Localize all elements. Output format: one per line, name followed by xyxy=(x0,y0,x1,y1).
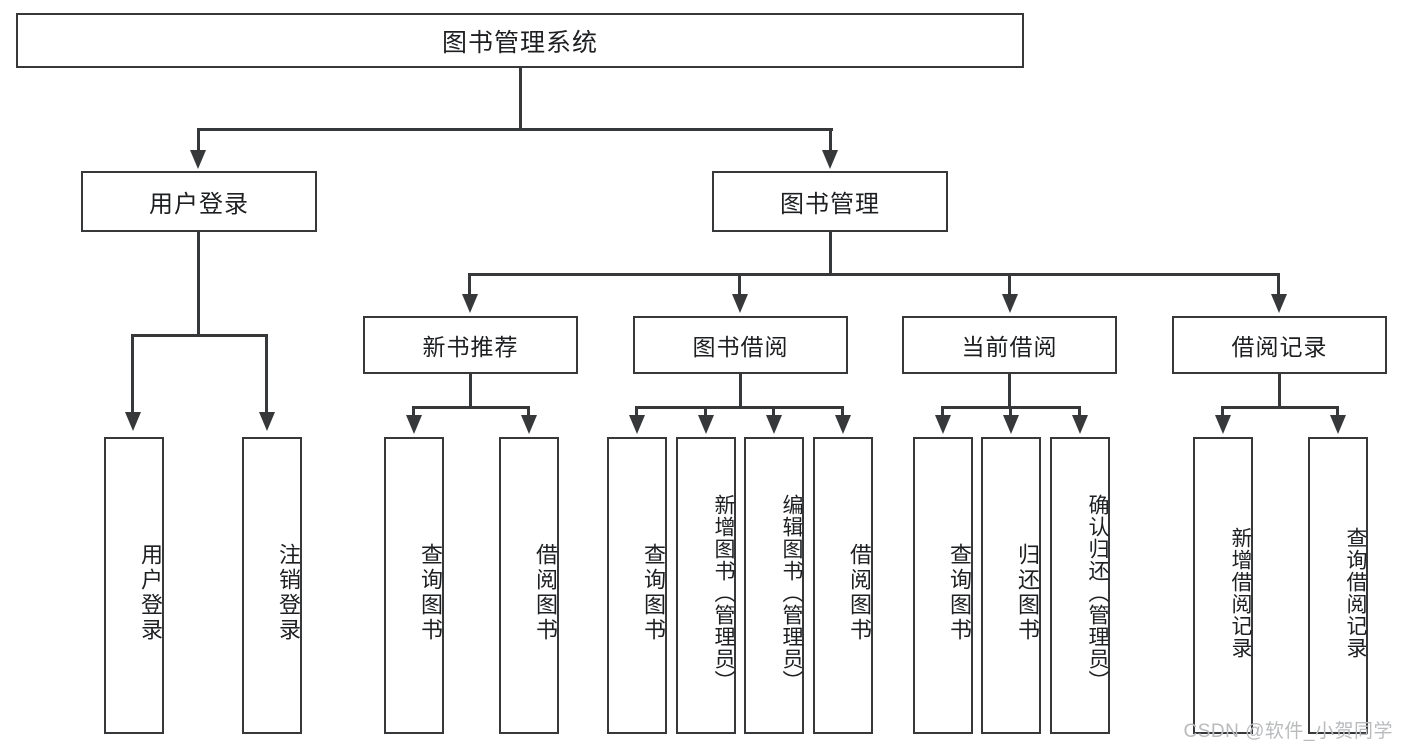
leaf-query-borrow-record[interactable]: 查询借阅记录 xyxy=(1308,437,1368,734)
edge-borrow-record-drop-1 xyxy=(1221,406,1224,419)
leaf-user-login[interactable]: 用户登录 xyxy=(104,437,164,734)
arrowhead-leaf-user-login xyxy=(125,412,141,431)
node-label: 新书推荐 xyxy=(422,334,519,360)
edge-current-borrow-drop-1 xyxy=(941,406,944,419)
node-label: 图书管理 xyxy=(780,191,880,218)
edge-to-new-book xyxy=(468,273,471,298)
node-label: 用户登录 xyxy=(149,191,249,218)
arrowhead-user-login xyxy=(190,150,206,169)
node-label: 图书管理系统 xyxy=(441,28,598,57)
arrowhead-leaf-add-record xyxy=(1215,415,1231,434)
arrowhead-book-borrow xyxy=(732,294,748,313)
edge-borrow-record-drop-2 xyxy=(1336,406,1339,419)
edge-to-book-borrow xyxy=(738,273,741,298)
edge-user-login-drop-2 xyxy=(265,334,268,416)
node-label: 用户登录 xyxy=(138,542,163,643)
edge-new-book-stem xyxy=(469,374,472,407)
node-label: 查询借阅记录 xyxy=(1344,526,1367,659)
leaf-borrow-book-recommend[interactable]: 借阅图书 xyxy=(499,437,559,734)
edge-current-borrow-drop-2 xyxy=(1009,406,1012,419)
node-root-system[interactable]: 图书管理系统 xyxy=(16,13,1024,68)
node-label: 借阅记录 xyxy=(1231,334,1328,360)
arrowhead-leaf-borrow-book-1 xyxy=(521,415,537,434)
arrowhead-leaf-borrow-book-2 xyxy=(835,415,851,434)
arrowhead-leaf-confirm-return xyxy=(1072,415,1088,434)
arrowhead-current-borrow xyxy=(1002,294,1018,313)
node-label: 确认归还（管理员） xyxy=(1086,493,1109,692)
edge-book-borrow-drop-3 xyxy=(772,406,775,419)
edge-root-stem xyxy=(519,68,522,128)
node-user-login[interactable]: 用户登录 xyxy=(81,171,317,232)
edge-current-borrow-drop-3 xyxy=(1078,406,1081,419)
leaf-return-book[interactable]: 归还图书 xyxy=(981,437,1041,734)
leaf-logout[interactable]: 注销登录 xyxy=(242,437,302,734)
leaf-add-borrow-record[interactable]: 新增借阅记录 xyxy=(1193,437,1253,734)
arrowhead-borrow-record xyxy=(1271,294,1287,313)
edge-borrow-record-stem xyxy=(1278,374,1281,407)
node-label: 新增图书（管理员） xyxy=(712,493,735,692)
leaf-query-book-borrow[interactable]: 查询图书 xyxy=(607,437,667,734)
arrowhead-leaf-add-book xyxy=(698,415,714,434)
leaf-query-book-recommend[interactable]: 查询图书 xyxy=(384,437,444,734)
node-label: 图书借阅 xyxy=(692,334,789,360)
edge-borrow-record-bar xyxy=(1221,406,1339,409)
leaf-borrow-book[interactable]: 借阅图书 xyxy=(813,437,873,734)
edge-current-borrow-stem xyxy=(1008,374,1011,407)
arrowhead-leaf-query-book-2 xyxy=(629,415,645,434)
edge-book-borrow-stem xyxy=(739,374,742,407)
node-book-manage[interactable]: 图书管理 xyxy=(712,171,948,232)
leaf-query-book-current[interactable]: 查询图书 xyxy=(913,437,973,734)
edge-book-borrow-drop-2 xyxy=(704,406,707,419)
node-new-book-recommend[interactable]: 新书推荐 xyxy=(363,316,578,374)
node-current-borrow[interactable]: 当前借阅 xyxy=(902,316,1117,374)
edge-book-manage-bar xyxy=(468,273,1280,276)
node-label: 借阅图书 xyxy=(533,542,558,643)
arrowhead-leaf-logout xyxy=(259,412,275,431)
arrowhead-leaf-query-book-1 xyxy=(406,415,422,434)
node-label: 查询图书 xyxy=(641,542,666,643)
edge-book-borrow-drop-4 xyxy=(841,406,844,419)
edge-book-manage-stem xyxy=(829,232,832,274)
leaf-confirm-return-admin[interactable]: 确认归还（管理员） xyxy=(1050,437,1110,734)
node-label: 查询图书 xyxy=(947,542,972,643)
edge-to-borrow-record xyxy=(1277,273,1280,298)
node-label: 新增借阅记录 xyxy=(1229,526,1252,659)
edge-new-book-drop-1 xyxy=(412,406,415,419)
leaf-add-book-admin[interactable]: 新增图书（管理员） xyxy=(676,437,736,734)
edge-book-borrow-drop-1 xyxy=(635,406,638,419)
arrowhead-leaf-edit-book xyxy=(766,415,782,434)
node-label: 当前借阅 xyxy=(961,334,1058,360)
node-label: 编辑图书（管理员） xyxy=(780,493,803,692)
arrowhead-leaf-query-book-3 xyxy=(935,415,951,434)
edge-user-login-drop-1 xyxy=(131,334,134,416)
edge-new-book-bar xyxy=(412,406,530,409)
node-label: 借阅图书 xyxy=(847,542,872,643)
node-label: 注销登录 xyxy=(276,542,301,643)
arrowhead-leaf-query-record xyxy=(1330,415,1346,434)
node-label: 查询图书 xyxy=(418,542,443,643)
edge-level1-bar xyxy=(197,128,833,131)
edge-to-user-login xyxy=(197,128,200,154)
edge-to-book-manage xyxy=(829,128,832,154)
edge-book-borrow-bar xyxy=(635,406,844,409)
arrowhead-leaf-return-book xyxy=(1003,415,1019,434)
edge-user-login-stem xyxy=(197,232,200,334)
arrowhead-book-manage xyxy=(822,150,838,169)
arrowhead-new-book xyxy=(462,294,478,313)
node-borrow-record[interactable]: 借阅记录 xyxy=(1172,316,1387,374)
edge-user-login-bar xyxy=(131,334,267,337)
node-label: 归还图书 xyxy=(1015,542,1040,643)
edge-to-current-borrow xyxy=(1008,273,1011,298)
edge-new-book-drop-2 xyxy=(527,406,530,419)
node-book-borrow[interactable]: 图书借阅 xyxy=(633,316,848,374)
leaf-edit-book-admin[interactable]: 编辑图书（管理员） xyxy=(744,437,804,734)
